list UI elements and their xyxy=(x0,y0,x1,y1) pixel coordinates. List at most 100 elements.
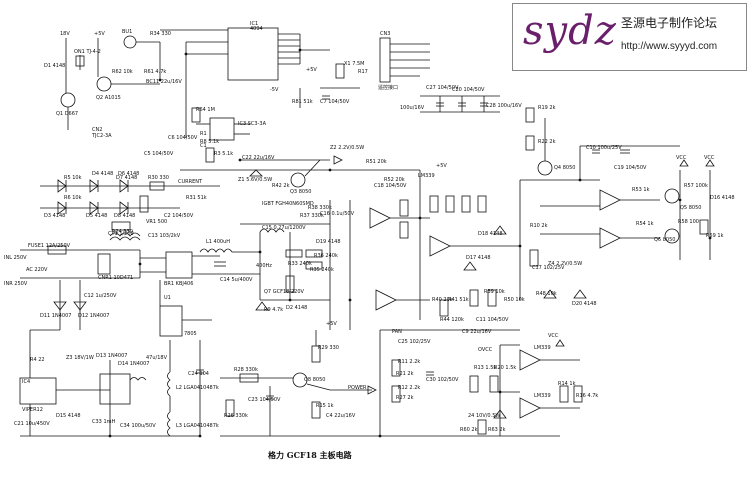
label-r62: R62 10k xyxy=(112,69,133,75)
label-r8: R8 5.1k xyxy=(200,139,220,145)
label-cn3: CN3 xyxy=(380,31,391,37)
label-r31: R31 51k xyxy=(186,195,207,201)
label-igbt: IGBT FGH40N60SMD xyxy=(262,201,314,207)
label-r27: R27 2k xyxy=(396,395,414,401)
label-c26: 100u/16V xyxy=(400,105,425,111)
label-r41: R41 51k xyxy=(448,297,469,303)
label-r20: R20 1.5k xyxy=(494,365,517,371)
label-c7: C7 104/50V xyxy=(320,99,350,105)
label-d6: D6 4148 xyxy=(118,171,140,177)
label-v5a: +5V xyxy=(94,31,105,37)
label-x1: X1 7.5M xyxy=(344,61,365,67)
label-neg5: -5V xyxy=(270,87,279,93)
label-l3: L3 LGA0410487k xyxy=(176,423,219,429)
label-r33: R33 240k xyxy=(288,261,312,267)
label-d12: D12 1N4007 xyxy=(78,313,110,319)
label-r48: R48 10k xyxy=(536,291,557,297)
label-r14: R14 1k xyxy=(558,381,576,387)
label-r35: R35 240k xyxy=(310,267,334,273)
label-r13: R13 1.5k xyxy=(474,365,497,371)
site-logo: sydz xyxy=(523,8,617,54)
label-d3: D3 4148 xyxy=(44,213,66,219)
label-tjc2: TJC2-3A xyxy=(92,133,112,139)
label-r52: R52 20k xyxy=(384,177,405,183)
label-r6: R6 10k xyxy=(64,195,82,201)
label-on1: ON1 TJ-4-2 xyxy=(74,49,101,55)
label-c20: C20 104/50V xyxy=(452,87,485,93)
schematic-title: 格力 GCF18 主板电路 xyxy=(268,450,352,460)
label-c9: C9 22u/16V xyxy=(462,329,492,335)
label-c34: C34 100u/50V xyxy=(120,423,156,429)
label-d7: D7 4148 xyxy=(116,175,138,181)
site-name: 圣源电子制作论坛 xyxy=(621,16,718,30)
label-c12: C12 1u/250V xyxy=(84,293,117,299)
label-c33: C33 1mH xyxy=(92,419,116,425)
label-c23: C23 104/50V xyxy=(248,397,281,403)
label-bu1: BU1 xyxy=(122,29,133,35)
label-p5b: +5V xyxy=(306,67,317,73)
label-r60: R60 2k xyxy=(460,427,478,433)
label-lm339b: LM339 xyxy=(534,345,551,351)
label-q4: Q4 8050 xyxy=(554,165,576,171)
label-c47: 47u/18V xyxy=(146,355,167,361)
label-v18: 18V xyxy=(60,31,70,37)
label-c1: C1 xyxy=(200,143,207,149)
comparator-ic2c xyxy=(375,289,397,311)
label-power: POWER xyxy=(348,385,367,391)
label-q1: Q1 D667 xyxy=(56,111,79,117)
label-c18: C18 104/50V xyxy=(374,183,407,189)
label-remote: 遥控接口 xyxy=(378,85,399,91)
label-q6: Q6 8050 xyxy=(654,237,676,243)
label-inl: INL 250V xyxy=(4,255,27,261)
label-r10: R10 2k xyxy=(530,223,548,229)
label-r16: R16 4.7k xyxy=(576,393,599,399)
label-r61: R61 4.7k xyxy=(144,69,167,75)
label-z2: Z2 2.2V/0.5W xyxy=(330,145,365,151)
label-r63: R63 2k xyxy=(488,427,506,433)
label-q5: Q5 8050 xyxy=(680,205,702,211)
comparator-ic2a xyxy=(369,207,391,229)
label-r42: R42 2k xyxy=(272,183,290,189)
label-r24: R24 330 xyxy=(112,229,133,235)
label-lm339c: LM339 xyxy=(534,393,551,399)
label-fuse: FUSE1 12A/250V xyxy=(28,243,71,249)
label-d5: D5 4148 xyxy=(86,213,108,219)
label-bc11: BC11 22u/16V xyxy=(146,79,182,85)
label-br1: BR1 KBJ406 xyxy=(164,281,194,287)
label-inr: INR 250V xyxy=(4,281,28,287)
label-r59: R59 1k xyxy=(706,233,724,239)
label-c22: C22 22u/16V xyxy=(242,155,275,161)
label-ic1p: 4094 xyxy=(250,26,263,32)
label-r81: R81 51k xyxy=(292,99,313,105)
comparator-ic2b xyxy=(429,235,451,257)
label-vcc1: VCC xyxy=(676,155,687,161)
label-c16: C16 0.1u/50V xyxy=(320,211,355,217)
label-c14: C14 5u/400V xyxy=(220,277,253,283)
label-d4: D4 4148 xyxy=(92,171,114,177)
label-q7: Q7 GCF18/220V xyxy=(264,289,304,295)
label-r30: R30 330 xyxy=(148,175,169,181)
label-r64: R64 1M xyxy=(196,107,215,113)
label-ct1: CT1 1/200 xyxy=(108,231,134,237)
label-lm339: LM339 xyxy=(418,173,435,179)
label-c13: C13 103/2kV xyxy=(148,233,181,239)
label-r15: R15 1k xyxy=(316,403,334,409)
label-cn2: CN2 xyxy=(92,127,103,133)
label-z4b: 24 10V/0.5W xyxy=(468,413,501,419)
label-ic4: IC4 xyxy=(22,379,31,385)
label-d15: D15 4148 xyxy=(56,413,81,419)
comparator-ic6b xyxy=(519,397,541,419)
label-r54: R54 1k xyxy=(636,221,654,227)
label-l2: L2 LGA0410487k xyxy=(176,385,219,391)
label-z4: Z4 2.2V/0.5W xyxy=(548,261,583,267)
label-d16: D16 4148 xyxy=(710,195,735,201)
label-d20: D20 4148 xyxy=(572,301,597,307)
label-r29: R29 330 xyxy=(318,345,339,351)
cn3-connector xyxy=(379,37,391,83)
label-vr1: VR1 500 xyxy=(146,219,168,225)
label-r21: R21 2k xyxy=(396,371,414,377)
label-r34: R34 330 xyxy=(150,31,171,37)
label-d2: D2 4148 xyxy=(286,305,308,311)
label-current: CURRENT xyxy=(178,179,203,185)
label-z1: Z1 5.6V/0.5W xyxy=(238,177,273,183)
